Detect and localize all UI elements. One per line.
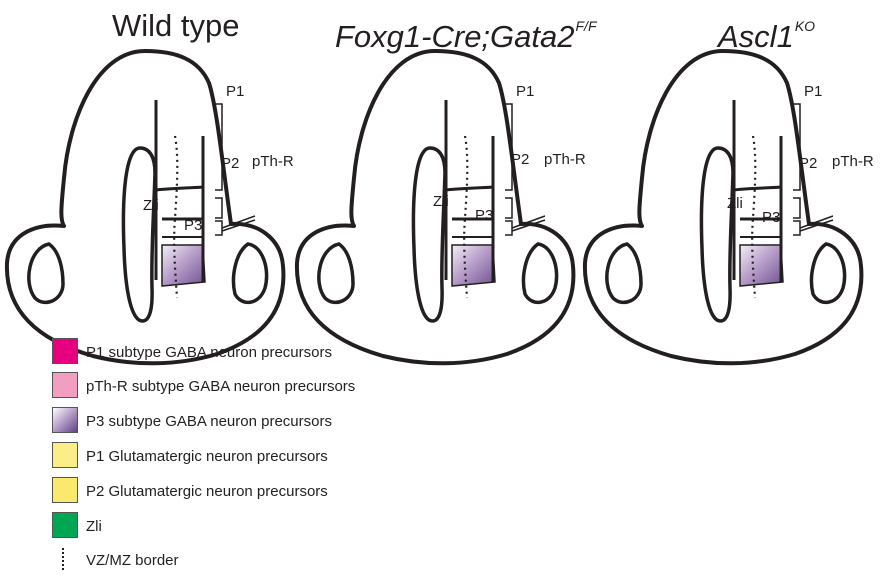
label-zli: Zli <box>433 193 449 210</box>
legend-dotted-line <box>62 548 64 570</box>
legend-item-p2-glut: P2 Glutamatergic neuron precursors <box>52 477 472 505</box>
label-pthr: pTh-R <box>252 153 294 170</box>
label-zli: Zli <box>727 195 743 212</box>
label-p1: P1 <box>804 83 822 100</box>
legend-item-vz-mz-border: VZ/MZ border <box>52 546 472 574</box>
label-pthr: pTh-R <box>832 153 874 170</box>
label-p2: P2 <box>221 155 239 172</box>
legend-swatch-p1-glut <box>52 442 78 468</box>
legend-item-p3-gaba: P3 subtype GABA neuron precursors <box>52 407 472 435</box>
legend-label: pTh-R subtype GABA neuron precursors <box>86 378 355 395</box>
legend-swatch-p3-gaba <box>52 407 78 433</box>
label-p1: P1 <box>226 83 244 100</box>
legend-item-p1-glut: P1 Glutamatergic neuron precursors <box>52 442 472 470</box>
legend-swatch-p1-gaba <box>52 338 78 364</box>
legend-label: VZ/MZ border <box>86 552 179 569</box>
label-zli: Zli <box>143 197 159 214</box>
legend-label: P1 Glutamatergic neuron precursors <box>86 448 328 465</box>
label-p2: P2 <box>799 155 817 172</box>
legend-label: P3 subtype GABA neuron precursors <box>86 413 332 430</box>
label-p1: P1 <box>516 83 534 100</box>
legend-label: Zli <box>86 518 102 535</box>
label-pthr: pTh-R <box>544 151 586 168</box>
label-p3: P3 <box>762 209 780 226</box>
legend-swatch-p2-glut <box>52 477 78 503</box>
legend-item-p1-gaba: P1 subtype GABA neuron precursors <box>52 338 472 366</box>
label-p3: P3 <box>184 217 202 234</box>
legend-swatch-zli <box>52 512 78 538</box>
legend-label: P1 subtype GABA neuron precursors <box>86 344 332 361</box>
legend-item-pthr-gaba: pTh-R subtype GABA neuron precursors <box>52 372 472 400</box>
label-p2: P2 <box>511 151 529 168</box>
legend-label: P2 Glutamatergic neuron precursors <box>86 483 328 500</box>
legend-swatch-pthr-gaba <box>52 372 78 398</box>
label-p3: P3 <box>475 207 493 224</box>
legend-item-zli: Zli <box>52 512 472 540</box>
